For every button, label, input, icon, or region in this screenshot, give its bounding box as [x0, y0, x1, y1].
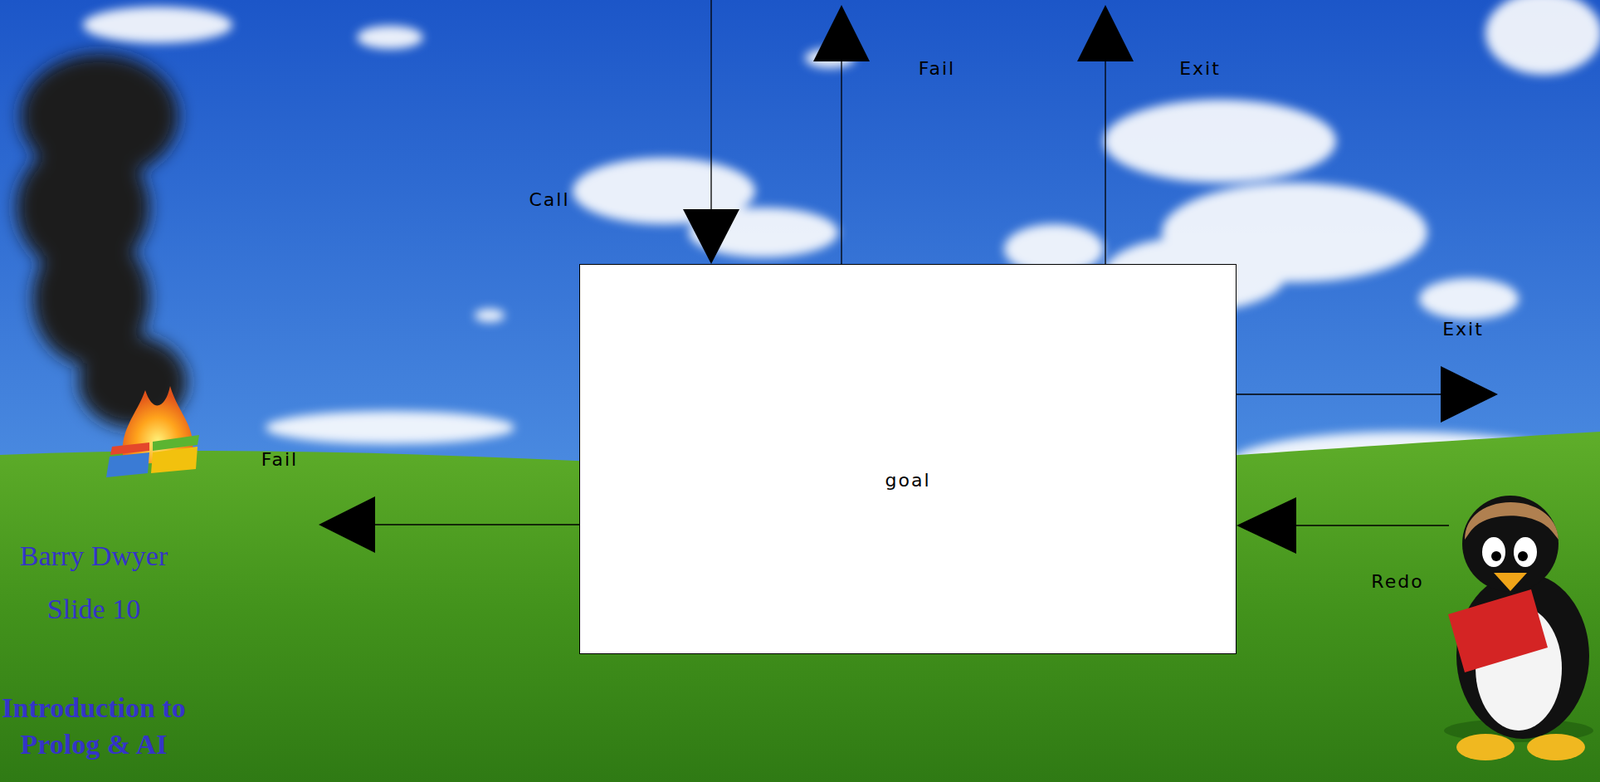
- arrowhead: [1077, 4, 1134, 62]
- redo-line: [1294, 524, 1449, 526]
- fail-line: [373, 523, 580, 525]
- arrowhead: [1236, 497, 1297, 554]
- port-label: Fail: [918, 58, 956, 79]
- logo-tile: [106, 452, 150, 478]
- node-label: goal: [884, 469, 931, 491]
- logo-tile: [151, 446, 198, 474]
- logo-tile: [152, 434, 200, 451]
- penguin-beak: [1493, 572, 1527, 591]
- red-box: [1448, 589, 1548, 673]
- exit-line: [1236, 393, 1443, 395]
- arrowhead: [813, 4, 870, 62]
- goal-box: goal: [579, 263, 1237, 654]
- penguin-head: [1462, 495, 1559, 592]
- penguin-eye: [1482, 536, 1506, 567]
- penguin-eye: [1513, 536, 1537, 567]
- penguin-pupil: [1491, 551, 1502, 561]
- penguin-illustration: [1443, 495, 1594, 761]
- port-label: Exit: [1179, 58, 1221, 79]
- logo-tile: [110, 442, 150, 455]
- penguin-pupil: [1517, 551, 1528, 561]
- exit-line: [1104, 59, 1106, 264]
- port-label: Redo: [1370, 570, 1424, 592]
- penguin-foot: [1526, 733, 1586, 761]
- call-line: [710, 0, 712, 213]
- slide-number: Slide 10: [0, 590, 188, 628]
- port-label: Exit: [1442, 318, 1484, 340]
- smoke: [16, 53, 187, 428]
- course-title: Introduction to Prolog & AI: [1, 689, 186, 763]
- penguin-helmet: [1464, 502, 1559, 540]
- arrowhead: [1440, 365, 1498, 423]
- penguin-foot: [1456, 733, 1515, 761]
- fail-line: [840, 59, 842, 264]
- arrowhead: [682, 209, 740, 264]
- author-name: Barry Dwyer: [0, 537, 188, 575]
- arrowhead: [318, 496, 376, 553]
- port-label: Fail: [261, 448, 298, 470]
- burning-windows-logo: [106, 385, 200, 478]
- port-label: Call: [528, 189, 570, 210]
